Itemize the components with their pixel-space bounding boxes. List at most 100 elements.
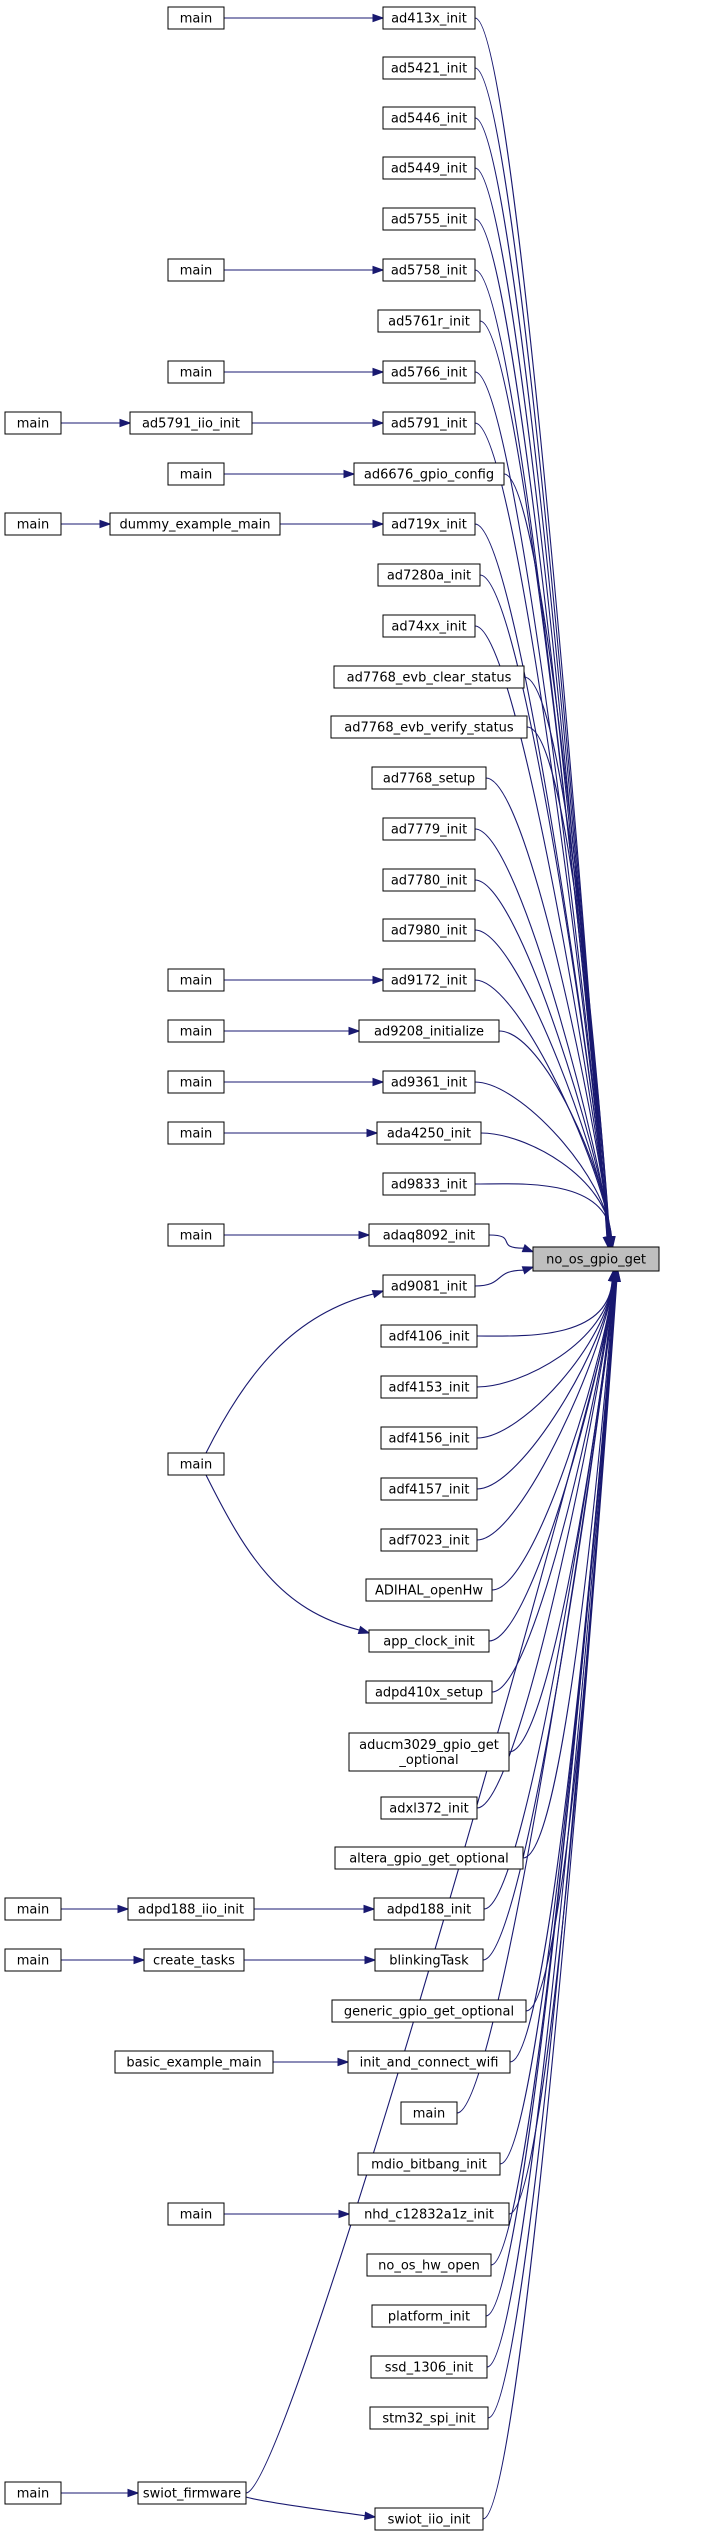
node-main-m22[interactable]: main — [167, 1070, 225, 1094]
node-box — [368, 1223, 490, 1247]
node-label: mdio_bitbang_init — [371, 2158, 487, 2173]
node-box — [382, 258, 476, 282]
node-box — [374, 2507, 484, 2531]
node-ad5421-init-c2[interactable]: ad5421_init — [382, 56, 476, 80]
node-app-clock-init-c33[interactable]: app_clock_init — [368, 1629, 490, 1653]
node-label: ad74xx_init — [391, 620, 466, 635]
node-basic-example-main-b41[interactable]: basic_example_main — [114, 2050, 274, 2074]
node-label: main — [180, 1229, 212, 1244]
node-main-mm38[interactable]: main — [4, 1897, 62, 1921]
node-ad7280a-init-c12[interactable]: ad7280a_init — [377, 563, 481, 587]
node-main-m44[interactable]: main — [167, 2202, 225, 2226]
node-main-m10[interactable]: main — [167, 462, 225, 486]
node-main-m6[interactable]: main — [167, 258, 225, 282]
node-ad7980-init-c19[interactable]: ad7980_init — [382, 918, 476, 942]
node-ad7780-init-c18[interactable]: ad7780_init — [382, 868, 476, 892]
node-ad5449-init-c4[interactable]: ad5449_init — [382, 156, 476, 180]
node-ad7768-evb-clear-status-c14[interactable]: ad7768_evb_clear_status — [333, 665, 525, 689]
edge-c30-to-target-line — [476, 1280, 614, 1490]
node-adf4157-init-c30[interactable]: adf4157_init — [380, 1477, 478, 1501]
node-box — [382, 512, 476, 536]
node-box — [4, 1897, 62, 1921]
edge-c9-to-target — [474, 422, 613, 1249]
node-ad9833-init-c24[interactable]: ad9833_init — [382, 1172, 476, 1196]
node-ad9172-init-c20[interactable]: ad9172_init — [382, 968, 476, 992]
edge-b41-to-c41 — [273, 2057, 350, 2067]
target-node[interactable]: no_os_gpio_get — [532, 1246, 660, 1272]
node-adpd188-iio-init-a38[interactable]: adpd188_iio_init — [127, 1897, 255, 1921]
node-ad9081-init-c26[interactable]: ad9081_init — [382, 1274, 476, 1298]
node-ad5791-init-c9[interactable]: ad5791_init — [382, 411, 476, 435]
node-ad5761r-init-c7[interactable]: ad5761r_init — [377, 309, 481, 333]
edge-c31-to-target — [476, 1269, 618, 1541]
node-main-m23[interactable]: main — [167, 1121, 225, 1145]
edge-m1-to-c1 — [224, 13, 385, 23]
node-box — [4, 2481, 62, 2505]
node-adf4156-init-c29[interactable]: adf4156_init — [380, 1426, 478, 1450]
node-main-m8[interactable]: main — [167, 360, 225, 384]
node-label: ad5755_init — [391, 213, 467, 228]
node-ada4250-init-c23[interactable]: ada4250_init — [376, 1121, 482, 1145]
node-ad7768-setup-c16[interactable]: ad7768_setup — [371, 766, 487, 790]
node-adf4106-init-c27[interactable]: adf4106_init — [380, 1324, 478, 1348]
node-ad413x-init-c1[interactable]: ad413x_init — [382, 6, 476, 30]
node-adxl372-init-c36[interactable]: adxl372_init — [380, 1796, 478, 1820]
node-ad9208-initialize-c21[interactable]: ad9208_initialize — [358, 1019, 500, 1043]
node-mdio-bitbang-init-c43[interactable]: mdio_bitbang_init — [357, 2152, 501, 2176]
node-label: main — [180, 1127, 212, 1142]
node-init-and-connect-wifi-c41[interactable]: init_and_connect_wifi — [347, 2050, 511, 2074]
node-no-os-hw-open-c45[interactable]: no_os_hw_open — [366, 2253, 492, 2277]
node-generic-gpio-get-optional-c40[interactable]: generic_gpio_get_optional — [331, 1999, 527, 2023]
node-adpd410x-setup-c34[interactable]: adpd410x_setup — [365, 1680, 493, 1704]
node-adf4153-init-c28[interactable]: adf4153_init — [380, 1375, 478, 1399]
node-ad7779-init-c17[interactable]: ad7779_init — [382, 817, 476, 841]
node-adf7023-init-c31[interactable]: adf7023_init — [380, 1528, 478, 1552]
node-dummy-example-main-d11[interactable]: dummy_example_main — [109, 512, 281, 536]
node-swiot-firmware-sw[interactable]: swiot_firmware — [137, 2481, 247, 2505]
node-ad9361-init-c22[interactable]: ad9361_init — [382, 1070, 476, 1094]
node-ad5766-init-c8[interactable]: ad5766_init — [382, 360, 476, 384]
node-ssd-1306-init-c47[interactable]: ssd_1306_init — [370, 2355, 488, 2379]
node-box — [380, 1528, 478, 1552]
node-main-mm9[interactable]: main — [4, 411, 62, 435]
node-stm32-spi-init-c48[interactable]: stm32_spi_init — [369, 2406, 489, 2430]
node-label: swiot_iio_init — [388, 2513, 471, 2528]
node-blinkingtask-c39[interactable]: blinkingTask — [374, 1948, 484, 1972]
node-main-msw[interactable]: main — [4, 2481, 62, 2505]
node-adpd188-init-c38[interactable]: adpd188_init — [373, 1897, 485, 1921]
node-main-c42[interactable]: main — [400, 2101, 458, 2125]
node-ad5446-init-c3[interactable]: ad5446_init — [382, 106, 476, 130]
node-main-mm39[interactable]: main — [4, 1948, 62, 1972]
node-ad74xx-init-c13[interactable]: ad74xx_init — [382, 614, 476, 638]
node-box — [127, 1897, 255, 1921]
node-main-mm11[interactable]: main — [4, 512, 62, 536]
node-altera-gpio-get-optional-c37[interactable]: altera_gpio_get_optional — [334, 1846, 524, 1870]
node-main-m26[interactable]: main — [167, 1452, 225, 1476]
node-ad5755-init-c5[interactable]: ad5755_init — [382, 207, 476, 231]
node-box — [382, 411, 476, 435]
node-box — [167, 6, 225, 30]
node-nhd-c12832a1z-init-c44[interactable]: nhd_c12832a1z_init — [348, 2202, 510, 2226]
node-adaq8092-init-c25[interactable]: adaq8092_init — [368, 1223, 490, 1247]
node-main-m21[interactable]: main — [167, 1019, 225, 1043]
node-ad5758-init-c6[interactable]: ad5758_init — [382, 258, 476, 282]
node-ad5791-iio-init-a9[interactable]: ad5791_iio_init — [129, 411, 253, 435]
node-main-m20[interactable]: main — [167, 968, 225, 992]
node-create-tasks-a39[interactable]: create_tasks — [143, 1948, 245, 1972]
node-box — [382, 918, 476, 942]
node-main-m25[interactable]: main — [167, 1223, 225, 1247]
node-label: main — [180, 12, 212, 27]
node-main-m1[interactable]: main — [167, 6, 225, 30]
edge-c26-to-target — [474, 1266, 535, 1287]
node-ad6676-gpio-config-c10[interactable]: ad6676_gpio_config — [353, 462, 505, 486]
node-adihal-openhw-c32[interactable]: ADIHAL_openHw — [365, 1578, 493, 1602]
node-box — [380, 1796, 478, 1820]
edge-c26-to-target-arrowhead — [521, 1266, 535, 1275]
node-ad719x-init-c11[interactable]: ad719x_init — [382, 512, 476, 536]
node-platform-init-c46[interactable]: platform_init — [371, 2304, 487, 2328]
node-box — [377, 309, 481, 333]
node-box — [382, 1070, 476, 1094]
node-ad7768-evb-verify-status-c15[interactable]: ad7768_evb_verify_status — [330, 715, 528, 739]
node-swiot-iio-init-c49[interactable]: swiot_iio_init — [374, 2507, 484, 2531]
node-aducm3029-gpio-get-optional-c35[interactable]: aducm3029_gpio_get_optional — [348, 1732, 510, 1772]
